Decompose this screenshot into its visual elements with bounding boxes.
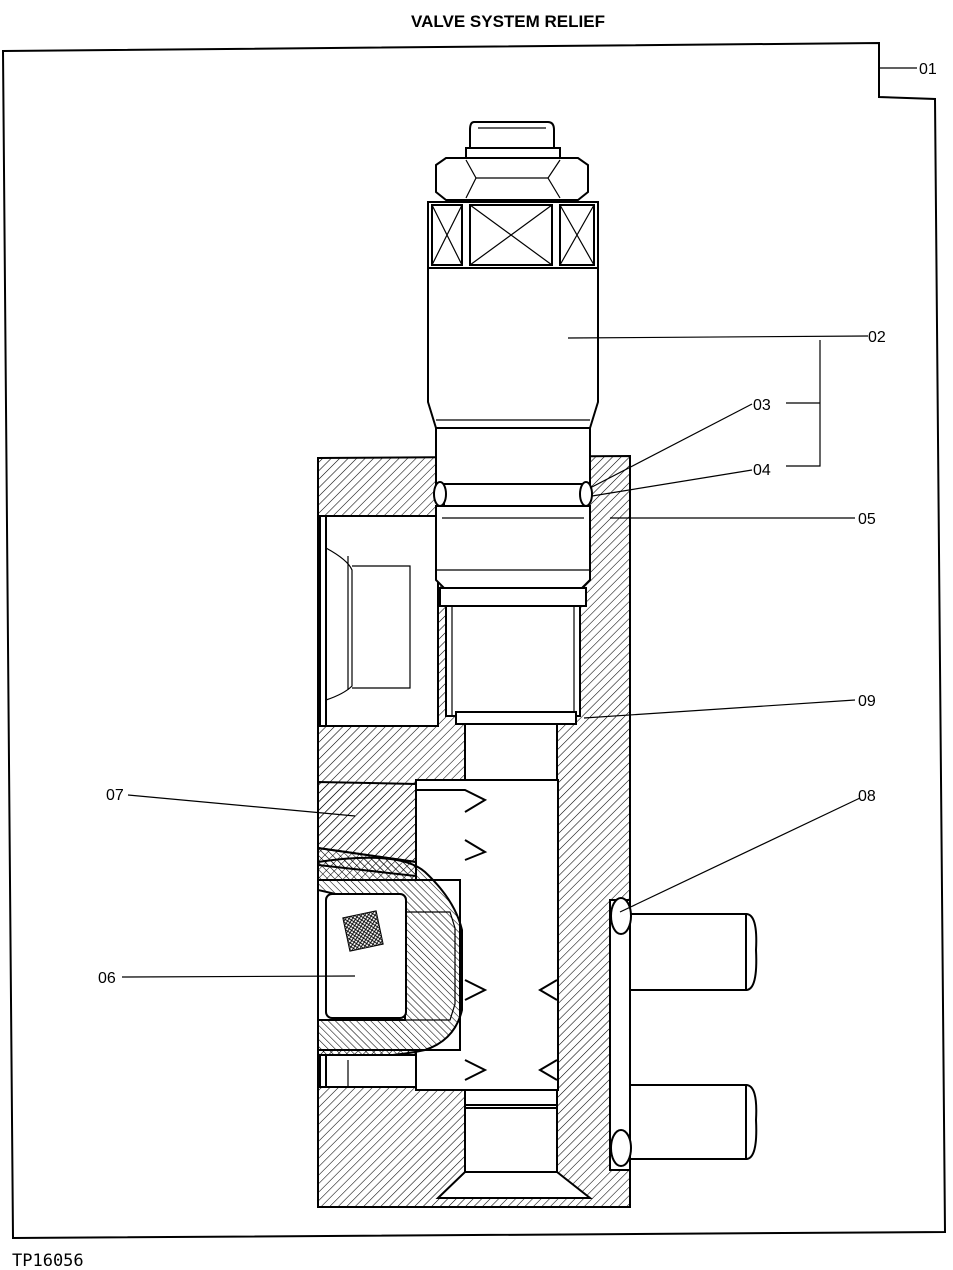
cartridge-assembly bbox=[427, 121, 599, 725]
figure-id: TP16056 bbox=[12, 1251, 84, 1270]
callout-03: 03 bbox=[753, 397, 771, 414]
callout-08: 08 bbox=[858, 788, 876, 805]
callout-04: 04 bbox=[753, 462, 771, 479]
diagram-title: VALVE SYSTEM RELIEF bbox=[411, 12, 605, 31]
frame-border bbox=[1, 41, 947, 1240]
callout-01: 01 bbox=[919, 61, 937, 78]
callout-05: 05 bbox=[858, 511, 876, 528]
callout-02: 02 bbox=[868, 329, 886, 346]
mounting-studs bbox=[610, 897, 758, 1167]
leader-lines bbox=[121, 67, 917, 978]
callout-07: 07 bbox=[106, 787, 124, 804]
callout-09: 09 bbox=[858, 693, 876, 710]
callout-06: 06 bbox=[98, 970, 116, 987]
